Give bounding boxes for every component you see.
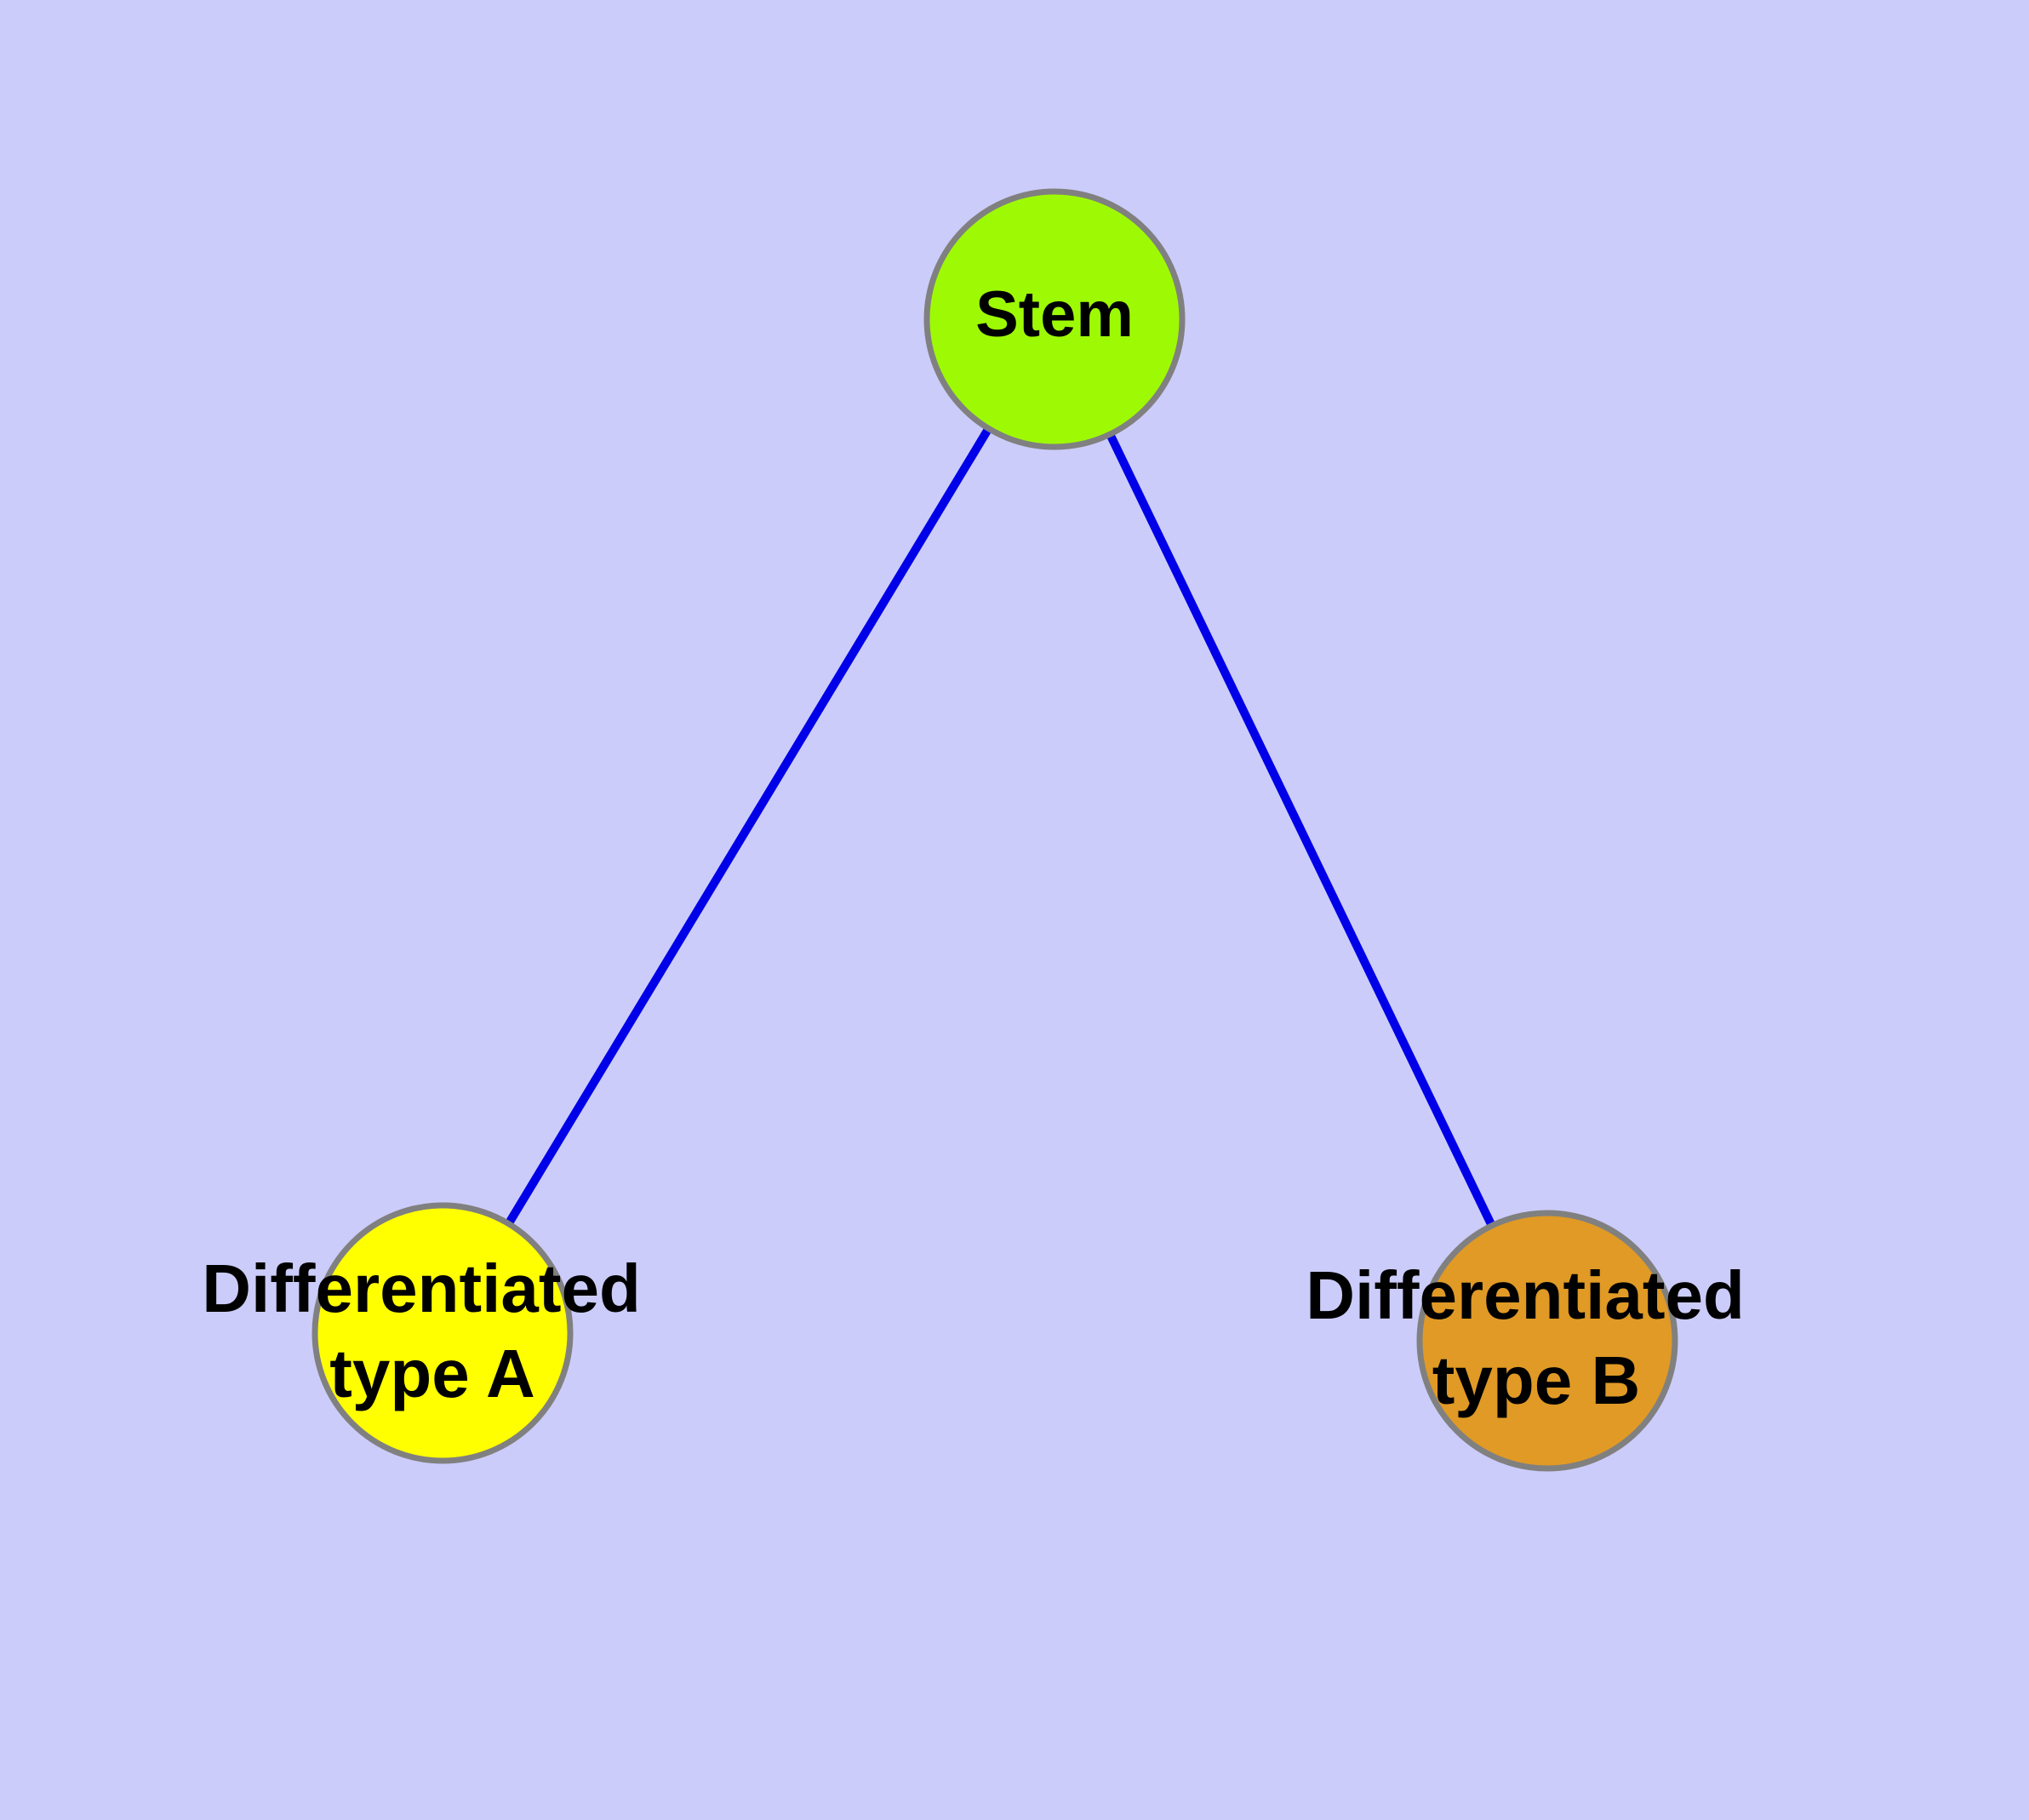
node-differentiated-type-a-label-line2: type A xyxy=(329,1336,535,1411)
node-differentiated-type-b-label-line1: Differentiated xyxy=(1306,1257,1745,1333)
node-stem-label: Stem xyxy=(975,278,1134,351)
node-differentiated-type-b[interactable]: Differentiated type B xyxy=(1306,1210,1745,1472)
node-differentiated-type-a-circle[interactable] xyxy=(311,1202,574,1464)
node-differentiated-type-b-circle[interactable] xyxy=(1416,1210,1678,1472)
node-layer: Stem Differentiated type A Differentiate… xyxy=(202,188,1745,1472)
node-stem-circle[interactable] xyxy=(923,188,1186,450)
edge-stem-to-differentiated-type-b[interactable] xyxy=(1050,317,1552,1343)
node-differentiated-type-a-label-line1: Differentiated xyxy=(202,1251,641,1326)
edge-layer xyxy=(438,317,1552,1343)
node-differentiated-type-a[interactable]: Differentiated type A xyxy=(202,1202,641,1464)
node-stem[interactable]: Stem xyxy=(923,188,1186,450)
edge-stem-to-differentiated-type-a[interactable] xyxy=(438,317,1059,1336)
node-differentiated-type-b-label-line2: type B xyxy=(1432,1342,1641,1418)
